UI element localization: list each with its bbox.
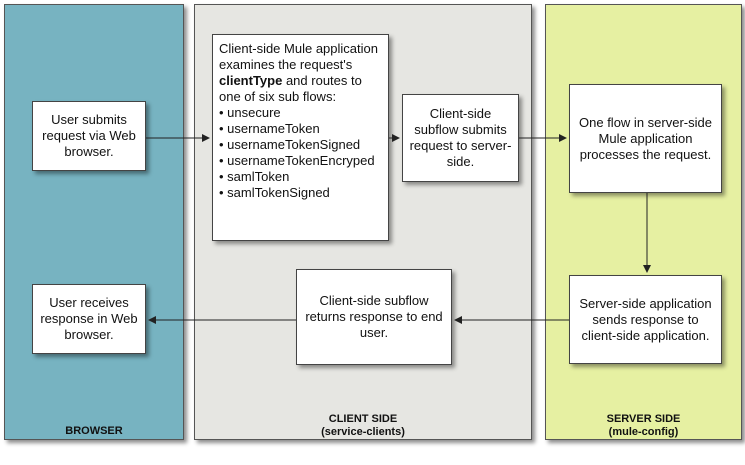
server-flow-processes-box: One flow in server-side Mule application… [569, 84, 722, 193]
subflow-list-item: usernameToken [219, 121, 382, 137]
server-side-lane-label: SERVER SIDE [606, 413, 681, 425]
user-submits-box: User submits request via Web browser. [32, 101, 146, 171]
client-examines-text-before: Client-side Mule application examines th… [219, 41, 378, 72]
server-side-lane: SERVER SIDE (mule-config) [545, 4, 742, 440]
server-sends-response-text: Server-side application sends response t… [579, 295, 712, 343]
server-side-lane-sublabel: (mule-config) [608, 426, 679, 438]
subflow-list-item: samlToken [219, 169, 382, 185]
subflow-list: unsecure usernameToken usernameTokenSign… [219, 105, 382, 201]
subflow-list-item: samlTokenSigned [219, 185, 382, 201]
user-receives-box: User receives response in Web browser. [32, 284, 146, 354]
user-submits-text: User submits request via Web browser. [42, 112, 136, 159]
client-side-lane-label: CLIENT SIDE [328, 413, 398, 425]
server-flow-processes-text: One flow in server-side Mule application… [579, 114, 712, 162]
client-subflow-submits-box: Client-side subflow submits request to s… [402, 94, 519, 182]
user-receives-text: User receives response in Web browser. [40, 295, 138, 342]
client-examines-content: Client-side Mule application examines th… [219, 41, 382, 201]
subflow-list-item: usernameTokenSigned [219, 137, 382, 153]
browser-lane: BROWSER [4, 4, 184, 440]
browser-lane-label: BROWSER [65, 425, 123, 437]
client-subflow-returns-box: Client-side subflow returns response to … [296, 269, 452, 365]
client-examines-text-after: and routes to one of six sub flows: [219, 73, 362, 104]
client-subflow-submits-text: Client-side subflow submits request to s… [409, 106, 512, 169]
client-type-keyword: clientType [219, 73, 283, 88]
client-side-lane-sublabel: (service-clients) [321, 426, 405, 438]
subflow-list-item: usernameTokenEncryped [219, 153, 382, 169]
subflow-list-item: unsecure [219, 105, 382, 121]
server-sends-response-box: Server-side application sends response t… [569, 275, 722, 364]
client-subflow-returns-text: Client-side subflow returns response to … [305, 293, 443, 340]
client-examines-box: Client-side Mule application examines th… [212, 34, 389, 241]
